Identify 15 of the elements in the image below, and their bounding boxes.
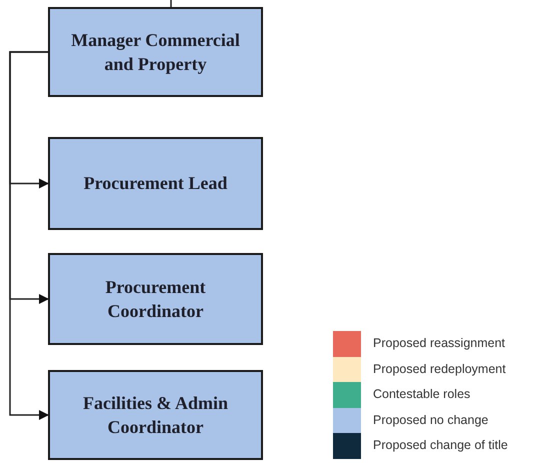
role-box [48, 137, 263, 230]
role-title: Facilities & Admin Coordinator [82, 392, 229, 439]
role-box [48, 370, 263, 460]
connector-line [170, 0, 172, 7]
role-title: Procurement Coordinator [104, 276, 207, 323]
legend-label: Proposed no change [373, 412, 488, 426]
arrow [9, 51, 49, 420]
legend-label: Contestable roles [373, 387, 470, 401]
role-title: Procurement Lead [82, 172, 228, 196]
role-title: Manager Commercial and Property [70, 28, 241, 76]
role-box [48, 253, 263, 345]
legend-label: Proposed reassignment [373, 336, 506, 350]
role-box [48, 7, 263, 97]
legend-label: Proposed change of title [373, 438, 508, 452]
legend-label: Proposed redeployment [373, 362, 506, 376]
